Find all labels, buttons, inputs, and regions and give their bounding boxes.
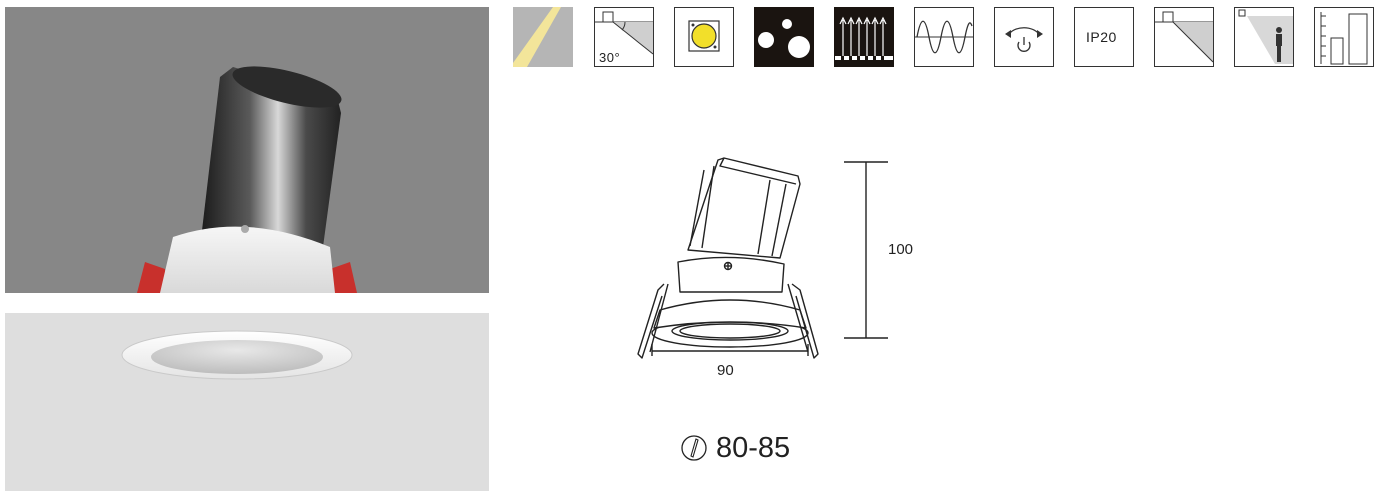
heat-dissipation-icon — [834, 7, 894, 67]
height-scale-icon — [1314, 7, 1374, 67]
cutout-value: 80-85 — [716, 431, 791, 464]
cutout-diameter-icon — [681, 435, 707, 461]
downlight-angled-illustration — [137, 66, 357, 293]
beam-angle-icon: 30° — [594, 7, 654, 67]
ip-rating-label: IP20 — [1086, 29, 1117, 45]
feature-icon-row: 30° — [513, 7, 1375, 69]
height-dimension-label: 100 — [888, 241, 914, 258]
cob-chip-icon — [674, 7, 734, 67]
wall-wash-icon — [1154, 7, 1214, 67]
width-dimension-label: 90 — [717, 362, 734, 379]
product-photo-installed — [5, 313, 489, 491]
flicker-free-wave-icon — [914, 7, 974, 67]
beam-angle-label: 30° — [599, 50, 621, 65]
product-photo-angled — [5, 7, 489, 293]
light-beam-icon — [513, 7, 573, 67]
downlight-installed-illustration — [121, 330, 353, 380]
dimension-drawing — [637, 157, 888, 359]
anti-glare-dots-icon — [754, 7, 814, 67]
rotate-adjust-icon — [994, 7, 1054, 67]
cutout-size: 80-85 — [680, 428, 790, 468]
ip-rating-icon: IP20 — [1074, 7, 1134, 67]
person-wall-light-icon — [1234, 7, 1294, 67]
technical-drawing: 100 90 — [620, 140, 940, 390]
